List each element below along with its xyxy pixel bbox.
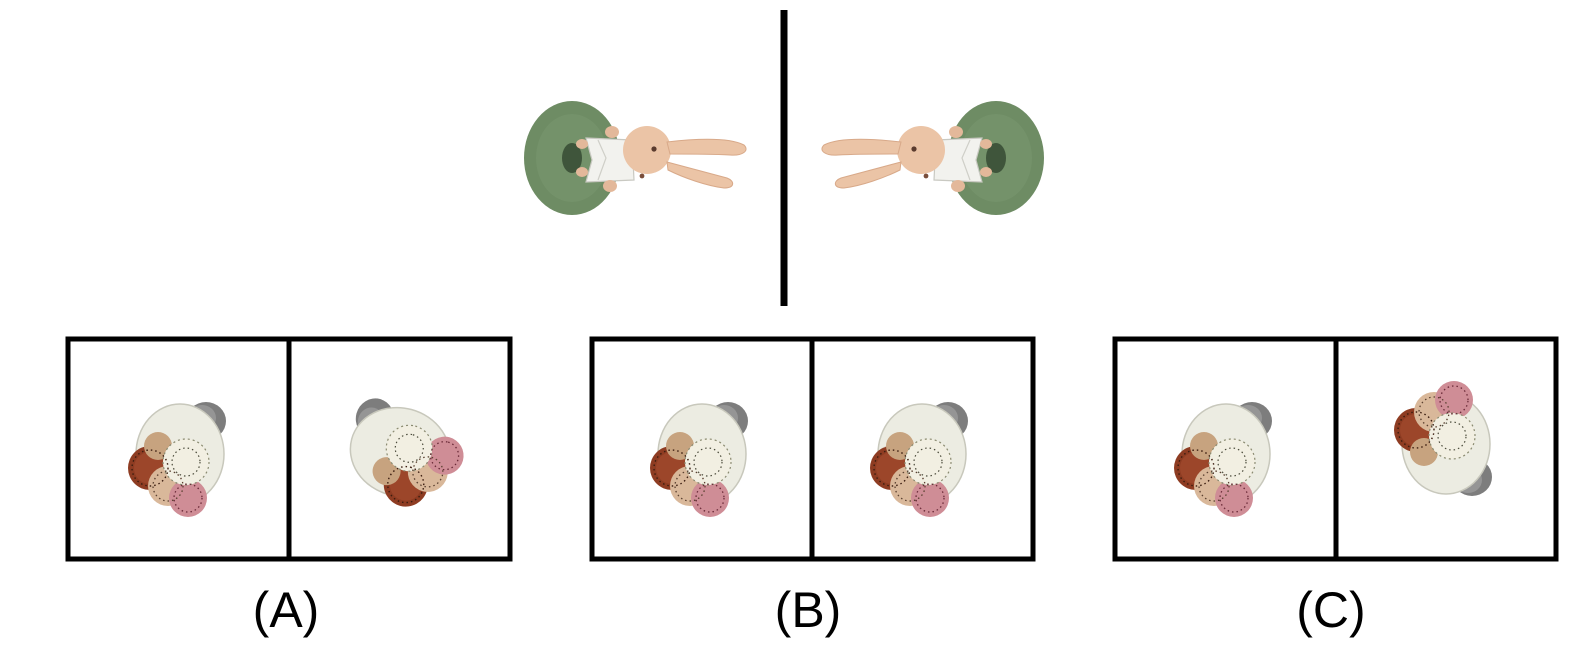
- food-bowl-flipped-icon: [1393, 380, 1493, 497]
- option-c-panel: [1112, 336, 1559, 562]
- option-b-panel: [589, 336, 1036, 562]
- option-b-label: (B): [774, 582, 842, 638]
- food-bowl-icon: [649, 401, 749, 518]
- food-bowl-icon: [1173, 401, 1273, 518]
- food-bowl-rotated-icon: [335, 393, 474, 520]
- food-bowl-icon: [869, 401, 969, 518]
- reference-row: [523, 10, 1045, 306]
- mirrored-bunny-on-green-mat-icon: [821, 100, 1045, 216]
- option-a-panel: [65, 336, 513, 562]
- option-c-label: (C): [1296, 582, 1366, 638]
- food-bowl-icon: [127, 401, 227, 518]
- option-a-label: (A): [252, 582, 320, 638]
- bunny-on-green-mat-icon: [523, 100, 747, 216]
